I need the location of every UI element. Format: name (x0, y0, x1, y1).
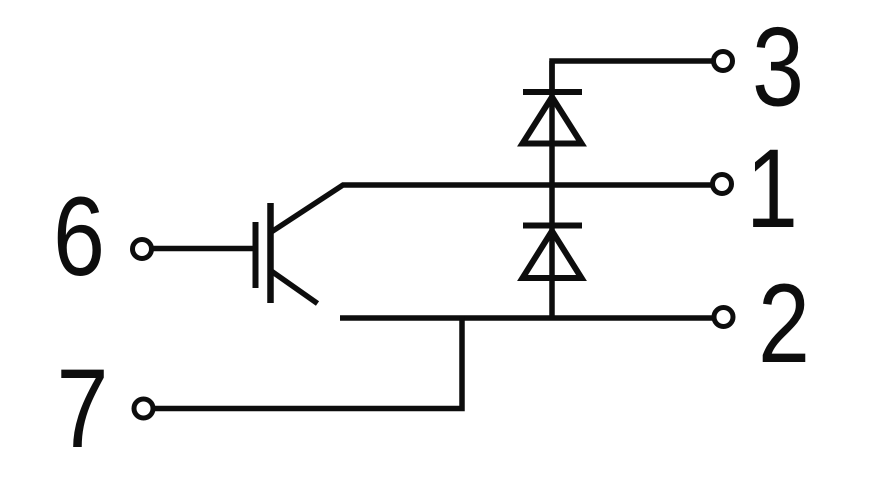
diode-upper-triangle (517, 91, 587, 147)
terminal-3-node (711, 49, 735, 73)
aux-emitter-wire (153, 315, 465, 412)
terminal-7-label: 7 (57, 346, 109, 471)
terminal-2-label: 2 (758, 261, 810, 386)
terminal-7-node (131, 396, 156, 421)
diode-lower (517, 222, 587, 281)
terminal-2-node (711, 305, 736, 329)
terminal-labels: 3 1 2 6 7 (53, 5, 810, 472)
terminal-3-label: 3 (752, 5, 804, 130)
igbt-symbol (252, 203, 274, 303)
collector-wire (268, 182, 713, 235)
terminal-nodes (130, 49, 736, 421)
terminal-1-label: 1 (746, 126, 798, 251)
diode-lower-triangle (517, 225, 587, 281)
terminal-6-node (130, 237, 154, 261)
terminal-1-node (710, 172, 734, 196)
emitter-diagonal-wire (268, 268, 320, 306)
terminal-6-label: 6 (53, 174, 105, 299)
diode-upper (517, 89, 587, 147)
